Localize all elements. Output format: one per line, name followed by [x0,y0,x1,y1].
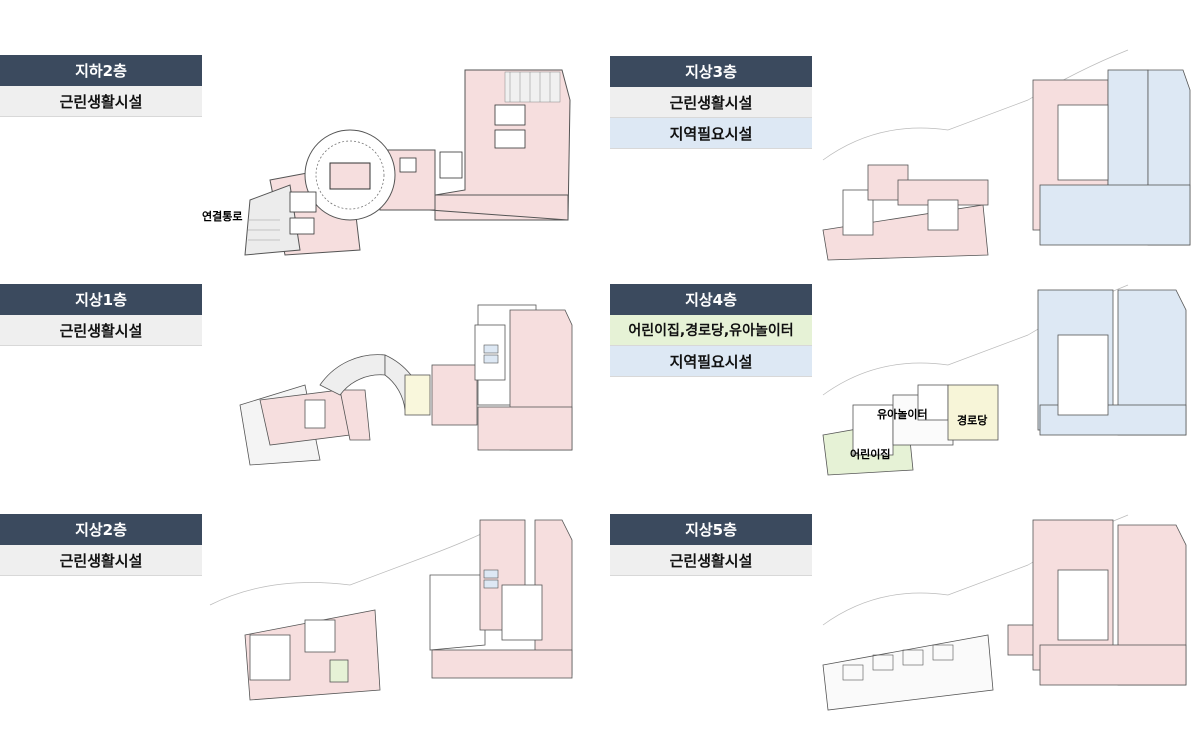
floor-plan-f4 [822,284,1187,476]
floor-title: 지상1층 [0,284,202,315]
floor-panel-b2: 지하2층 근린생활시설 [0,55,202,117]
plan-label-corridor: 연결통로 [200,208,245,224]
use-tag-retail: 근린생활시설 [610,87,812,118]
floor-title: 지하2층 [0,55,202,86]
floor-plan-f2 [209,519,573,701]
floor-panel-f3: 지상3층 근린생활시설 지역필요시설 [610,56,812,149]
use-tag-local: 지역필요시설 [610,118,812,149]
floor-title: 지상5층 [610,514,812,545]
plan-label-daycare: 어린이집 [850,448,891,461]
floor-plan-f1 [239,304,573,466]
use-tag-retail: 근린생활시설 [610,545,812,576]
floor-plan-f5 [822,514,1187,711]
floor-title: 지상2층 [0,514,202,545]
floor-panel-f4: 지상4층 어린이집,경로당,유아놀이터 지역필요시설 [610,284,812,377]
floor-panel-f5: 지상5층 근린생활시설 [610,514,812,576]
use-tag-retail: 근린생활시설 [0,545,202,576]
use-tag-retail: 근린생활시설 [0,315,202,346]
floor-title: 지상3층 [610,56,812,87]
plan-label-senior: 경로당 [957,414,988,427]
floor-panel-f2: 지상2층 근린생활시설 [0,514,202,576]
floor-plan-b2 [244,69,571,256]
use-tag-retail: 근린생활시설 [0,86,202,117]
floor-panel-f1: 지상1층 근린생활시설 [0,284,202,346]
floor-plan-f3 [822,49,1191,261]
plan-label-playroom: 유아놀이터 [877,408,928,421]
floor-title: 지상4층 [610,284,812,315]
use-tag-local: 지역필요시설 [610,346,812,377]
use-tag-childcare: 어린이집,경로당,유아놀이터 [610,315,812,346]
